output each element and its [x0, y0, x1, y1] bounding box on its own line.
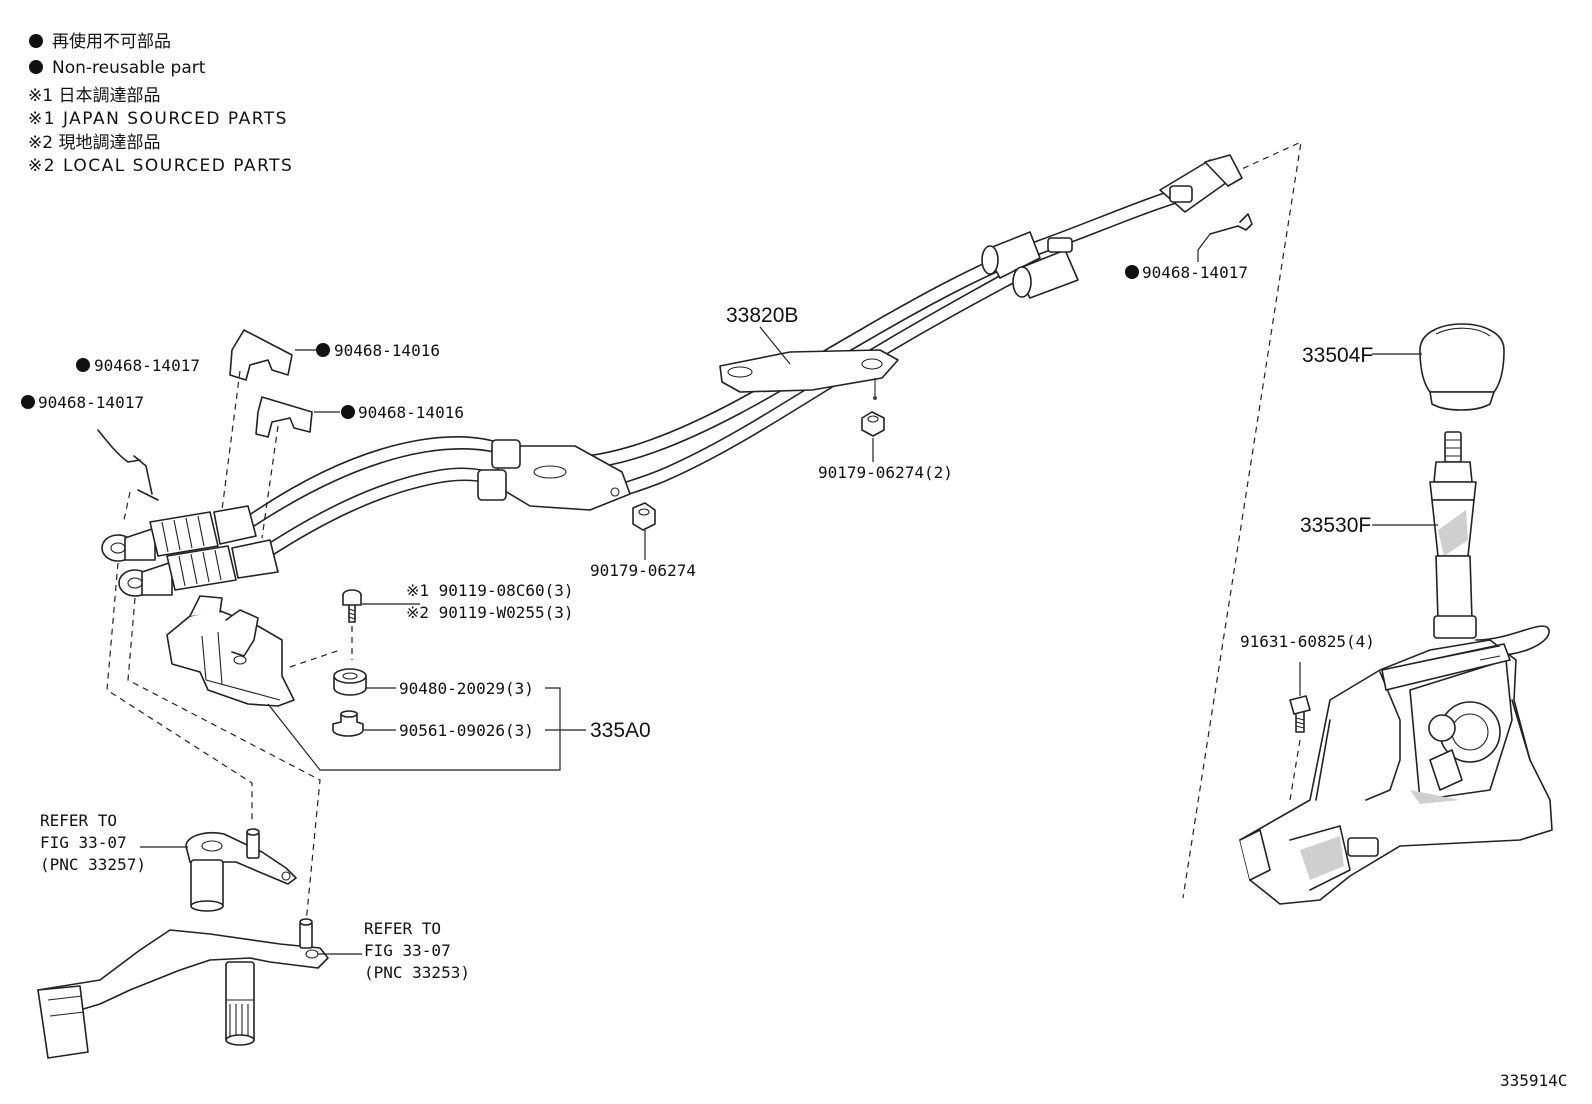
- legend: 再使用不可部品 Non-reusable part ※1 日本調達部品 ※1 J…: [28, 31, 293, 176]
- nonreusable-bullet-icon: [76, 358, 90, 372]
- nut-90179-06274: [632, 502, 656, 531]
- assembly-boundary: [1182, 140, 1302, 899]
- nonreusable-bullet-icon: [316, 343, 330, 357]
- legend-nonreusable-en: Non-reusable part: [52, 58, 206, 78]
- label-clip-16-lower: 90468-14016: [358, 403, 464, 422]
- legend-nonreusable-jp: 再使用不可部品: [52, 31, 171, 52]
- leader-dash: [261, 425, 279, 539]
- leader-dash: [289, 649, 341, 668]
- label-knob: 33504F: [1302, 344, 1373, 367]
- shift-lever-33530F: [1429, 431, 1550, 656]
- collar-90561: [332, 710, 364, 737]
- legend-note1-jp: ※1 日本調達部品: [28, 86, 160, 106]
- leader-dash: [106, 562, 253, 823]
- cable-grommet: [981, 231, 1079, 299]
- clip-90468-14017-top: [1209, 213, 1253, 235]
- ref2-line2: FIG 33-07: [364, 941, 451, 960]
- label-cable-assy: 33820B: [726, 304, 798, 327]
- legend-note2-jp: ※2 現地調達部品: [28, 133, 160, 153]
- label-collar: 90561-09026(3): [399, 721, 534, 740]
- ref2-line1: REFER TO: [364, 919, 441, 938]
- label-nut-1: 90179-06274: [590, 561, 696, 580]
- nut-90179-06274-2: [861, 411, 885, 437]
- label-clip-top-right: 90468-14017: [1142, 263, 1248, 282]
- leader-dash: [221, 370, 241, 511]
- bolt-90119: [342, 589, 362, 623]
- label-washer: 90480-20029(3): [399, 679, 534, 698]
- label-lever: 33530F: [1300, 514, 1371, 537]
- bolt-91631: [1289, 695, 1311, 733]
- nonreusable-bullet-icon: [29, 60, 43, 74]
- label-bolt-local: ※2 90119-W0255(3): [406, 603, 574, 622]
- leaders: [140, 233, 1438, 955]
- label-clip-left-upper: 90468-14017: [94, 356, 200, 375]
- ref2-line3: (PNC 33253): [364, 963, 470, 982]
- washer-90480: [333, 668, 367, 696]
- cable-end-left: [101, 505, 279, 597]
- nonreusable-bullet-icon: [21, 395, 35, 409]
- nonreusable-bullet-icon: [1125, 265, 1139, 279]
- legend-note2-en: ※2 LOCAL SOURCED PARTS: [28, 156, 293, 176]
- label-clip-16-upper: 90468-14016: [334, 341, 440, 360]
- shift-lever-arm-33257: [185, 828, 297, 912]
- shift-cable-assembly: [101, 154, 1243, 597]
- shift-lever-arm-33253: [37, 918, 329, 1059]
- figure-id: 335914C: [1500, 1071, 1567, 1090]
- clip-pin-left: [97, 429, 159, 501]
- label-clip-left-lower: 90468-14017: [38, 393, 144, 412]
- ref1-line3: (PNC 33257): [40, 855, 146, 874]
- cable-end-fitting: [1159, 154, 1243, 213]
- label-bolt-jp: ※1 90119-08C60(3): [406, 581, 574, 600]
- clip-90468-14016-upper: [229, 329, 293, 381]
- ref1-line2: FIG 33-07: [40, 833, 127, 852]
- leader-dash: [127, 597, 321, 924]
- legend-note1-en: ※1 JAPAN SOURCED PARTS: [28, 109, 288, 129]
- label-nut-2: 90179-06274(2): [818, 463, 953, 482]
- leader-dash: [1289, 739, 1301, 801]
- label-bracket: 335A0: [590, 719, 651, 742]
- label-bolt-lever: 91631-60825(4): [1240, 632, 1375, 651]
- nonreusable-bullet-icon: [29, 34, 43, 48]
- ref1-line1: REFER TO: [40, 811, 117, 830]
- leader-dash: [123, 491, 131, 521]
- clip-90468-14016-lower: [255, 396, 313, 438]
- shift-knob-33504F: [1419, 323, 1505, 411]
- nonreusable-bullet-icon: [341, 405, 355, 419]
- labels: 90468-14016 90468-14016 90468-14017 9046…: [21, 263, 1567, 1090]
- shift-housing: [1239, 639, 1553, 905]
- cable-bracket-335A0: [166, 595, 295, 707]
